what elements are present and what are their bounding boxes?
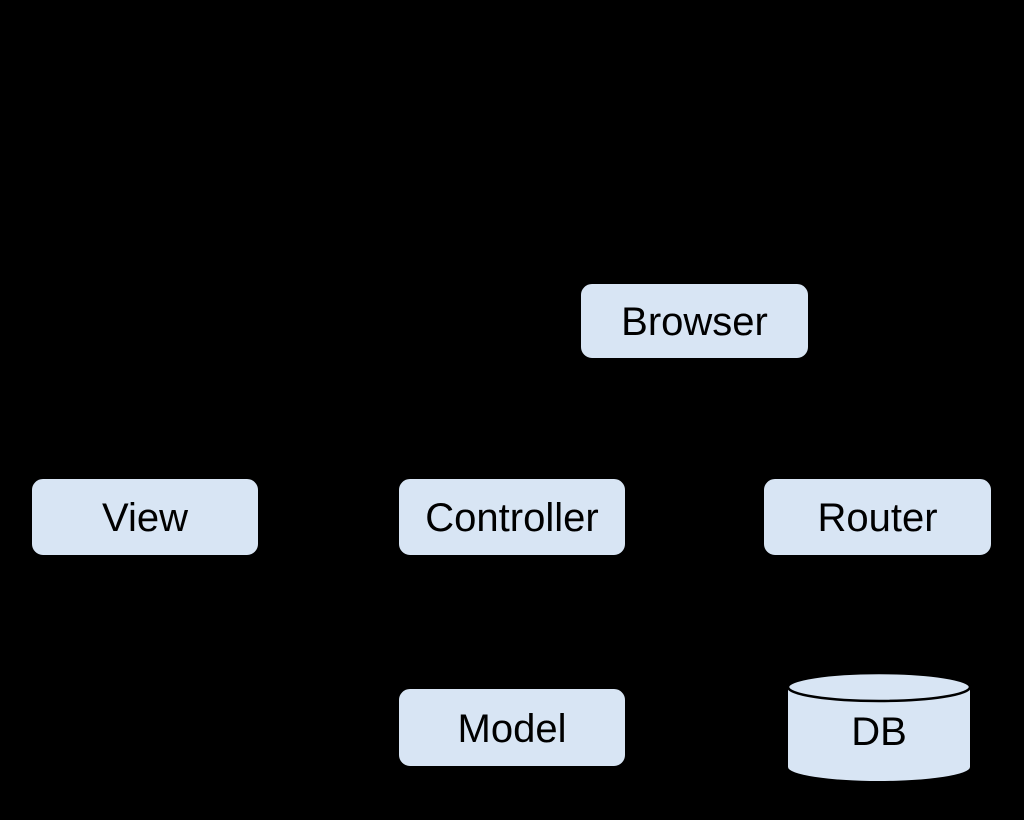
browser-label: Browser <box>621 300 768 344</box>
router-box <box>762 477 993 557</box>
db-cylinder-top-ellipse <box>786 671 972 703</box>
browser-box <box>579 282 810 360</box>
view-box <box>30 477 260 557</box>
node-db: DB <box>786 671 972 781</box>
model-box <box>397 687 627 768</box>
router-label: Router <box>817 496 937 540</box>
controller-label: Controller <box>425 496 598 540</box>
node-browser: Browser <box>579 282 810 360</box>
db-cylinder-body <box>788 687 970 781</box>
controller-box <box>397 477 627 557</box>
node-model: Model <box>397 687 627 768</box>
node-view: View <box>30 477 260 557</box>
node-router: Router <box>762 477 993 557</box>
model-label: Model <box>458 707 567 751</box>
node-controller: Controller <box>397 477 627 557</box>
view-label: View <box>102 496 188 540</box>
db-label: DB <box>851 710 907 754</box>
